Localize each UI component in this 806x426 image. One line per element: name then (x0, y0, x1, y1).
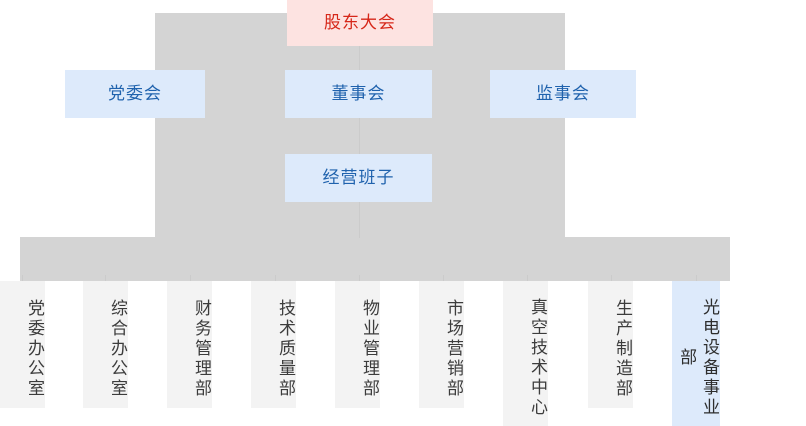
node-label: 董事会 (331, 83, 386, 103)
node-label: 物业管理部 (360, 298, 379, 399)
node-label: 监事会 (536, 83, 590, 103)
node-optoelectronic-equipment-division[interactable]: 光电设备事业部 (672, 281, 720, 426)
node-label: 生产制造部 (613, 298, 632, 399)
node-label: 股东大会 (324, 12, 396, 32)
connector-line-dept-6 (443, 275, 444, 283)
node-finance-management-dept[interactable]: 财务管理部 (167, 281, 212, 408)
connector-trunk-block (155, 13, 565, 237)
node-production-manufacturing-dept[interactable]: 生产制造部 (588, 281, 633, 408)
node-technical-quality-dept[interactable]: 技术质量部 (251, 281, 296, 408)
node-shareholders-meeting[interactable]: 股东大会 (287, 0, 433, 46)
node-label: 市场营销部 (444, 298, 463, 399)
node-label: 经营班子 (322, 167, 395, 187)
connector-line-dept-5 (359, 275, 360, 283)
node-label: 党委办公室 (25, 298, 44, 399)
connector-line-dept-3 (190, 275, 191, 283)
connector-spine-bar (20, 237, 730, 281)
node-label: 真空技术中心 (528, 297, 547, 418)
node-label: 光电设备事业部 (677, 297, 719, 418)
node-label: 党委会 (108, 83, 162, 103)
node-label: 综合办公室 (108, 298, 127, 399)
node-party-committee-office[interactable]: 党委办公室 (0, 281, 45, 408)
node-board-of-supervisors[interactable]: 监事会 (490, 70, 636, 118)
connector-line-board-to-management (359, 118, 360, 154)
node-label: 技术质量部 (276, 298, 295, 399)
node-party-committee[interactable]: 党委会 (65, 70, 205, 118)
node-label: 财务管理部 (192, 298, 211, 399)
node-vacuum-technology-center[interactable]: 真空技术中心 (503, 281, 548, 426)
node-management-team[interactable]: 经营班子 (285, 154, 432, 202)
connector-line-dept-9 (696, 275, 697, 283)
connector-line-dept-7 (527, 275, 528, 283)
connector-line-management-to-spine (359, 202, 360, 238)
node-marketing-dept[interactable]: 市场营销部 (419, 281, 464, 408)
node-board-of-directors[interactable]: 董事会 (285, 70, 432, 118)
connector-line-dept-1 (22, 275, 23, 283)
connector-line-dept-4 (275, 275, 276, 283)
connector-line-dept-8 (611, 275, 612, 283)
node-property-management-dept[interactable]: 物业管理部 (335, 281, 380, 408)
connector-line-dept-2 (105, 275, 106, 283)
connector-line-shareholders-to-board (359, 46, 360, 70)
node-general-office[interactable]: 综合办公室 (83, 281, 128, 408)
